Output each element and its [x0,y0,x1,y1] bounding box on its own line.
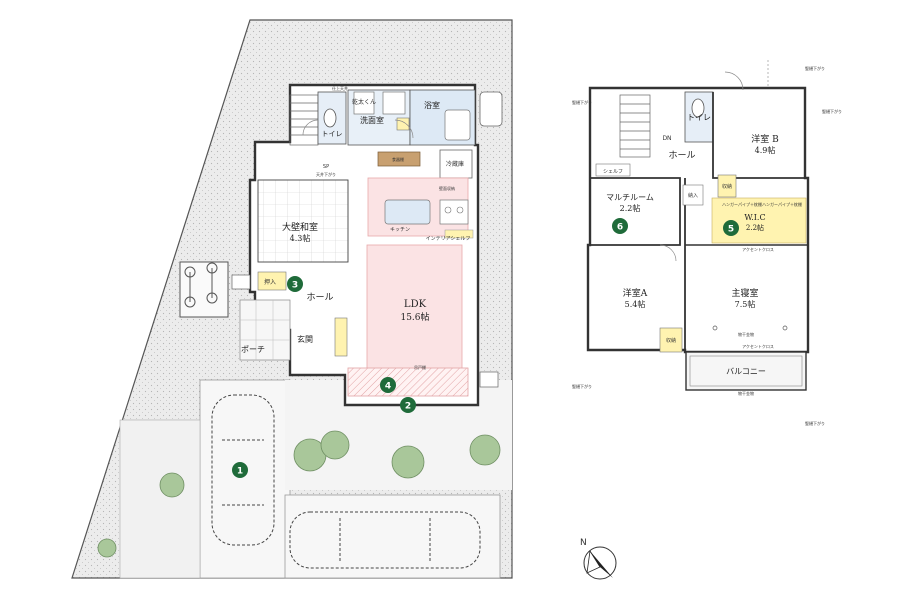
hall-2f-label: ホール [668,150,695,161]
dn-label: DN [662,135,671,142]
first-floor-building [231,83,503,407]
marker-4: 4 [380,377,396,393]
kitchen-label: キッチン [390,227,410,233]
multi-room-size: 2.2帖 [620,203,641,213]
bicycle-icons [179,261,229,318]
ldk-size: 15.6帖 [400,311,429,323]
youshitsu-a-size: 5.4帖 [625,299,646,309]
hanger-pipe-note-1: ハンガーパイプ＋枕棚 [722,201,762,207]
second-floor-building [586,60,810,391]
gutter-note-4: 竪樋下がり [805,65,825,71]
monohoshi-note-1: 物干金物 [738,331,754,337]
wic-label: W.I.C [744,213,765,222]
stair-2f [619,94,651,158]
gutter-note-2: 竪樋下がり [572,383,592,389]
senmen-label: 洗面室 [360,115,384,125]
toilet-2f-label: トイレ [687,113,711,122]
wic-size: 2.2帖 [746,223,764,232]
balcony-label: バルコニー [726,367,766,376]
storage-label-1: 収納 [722,183,732,190]
svg-text:3: 3 [292,281,298,291]
svg-text:1: 1 [237,467,243,477]
accent-cross-note-1: アクセントクロス [742,246,774,252]
porch-label: ポーチ [241,345,265,354]
oshiire-label: 押入 [264,278,276,286]
accent-cross-note-2: アクセントクロス [742,343,774,349]
hanger-pipe-note-2: ハンガーパイプ＋枕棚 [762,201,802,207]
marker-5: 5 [723,220,739,236]
svg-text:6: 6 [617,223,623,233]
marker-2: 2 [400,397,416,413]
marker-6: 6 [612,218,628,234]
second-floor-labels: 洋室 B 4.9帖 ホール トイレ マルチルーム 2.2帖 W.I.C 2.2帖… [572,65,842,426]
youshitsu-b-label: 洋室 B [751,133,779,145]
marker-1: 1 [232,462,248,478]
north-arrow-icon: N [580,538,617,580]
storage-label-2: 収納 [666,337,676,344]
youshitsu-b-size: 4.9帖 [755,145,776,155]
svg-text:2: 2 [405,402,411,412]
shinshitsu-size: 7.5帖 [735,299,756,309]
hanging-cabinet-note: 吊戸棚 [414,364,426,370]
washitsu-size: 4.3帖 [290,233,311,243]
youshitsu-a-label: 洋室A [623,287,648,299]
toilet-1f-label: トイレ [322,130,343,138]
multi-room-label: マルチルーム [606,193,654,202]
entrance-tile [239,299,291,361]
kandou-label: 乾太くん [352,98,376,106]
car-outline-2 [289,511,481,569]
monohoshi-note-2: 物干金物 [738,390,754,396]
svg-text:5: 5 [728,225,734,235]
gutter-note-3: 竪樋下がり [822,108,842,114]
svg-text:4: 4 [385,382,391,392]
marker-3: 3 [287,276,303,292]
washitsu-label: 大壁和室 [282,221,318,233]
ceiling-note: 天井下がり [316,171,336,177]
north-label: N [580,538,587,548]
shinshitsu-label: 主寝室 [731,287,758,299]
wall-storage-note: 壁面収納 [439,185,455,191]
gutter-note-5: 竪樋下がり [805,420,825,426]
car-outline-1 [211,394,275,546]
fridge-note: 冷蔵庫 [446,160,464,168]
ldk-label: LDK [404,299,427,310]
sp-note: SP [323,164,329,170]
interior-shelf-note: インテリアシェルフ [426,236,471,242]
gutter-note-1: 竪樋下がり [572,99,592,105]
nyu-label: 納入 [688,192,698,199]
first-floor-labels: LDK 15.6帖 大壁和室 4.3帖 ホール 玄関 ポーチ 洗面室 浴室 トイ… [241,85,470,370]
tree-icons [97,430,501,558]
finish-ceiling-note: 仕上天井 [332,85,348,91]
shokkidana-note: 食器棚 [392,156,404,162]
genkan-label: 玄関 [297,334,313,344]
bath-label: 浴室 [424,100,440,110]
hall-1f-label: ホール [306,292,333,303]
shelf-label: シェルフ [603,169,623,175]
